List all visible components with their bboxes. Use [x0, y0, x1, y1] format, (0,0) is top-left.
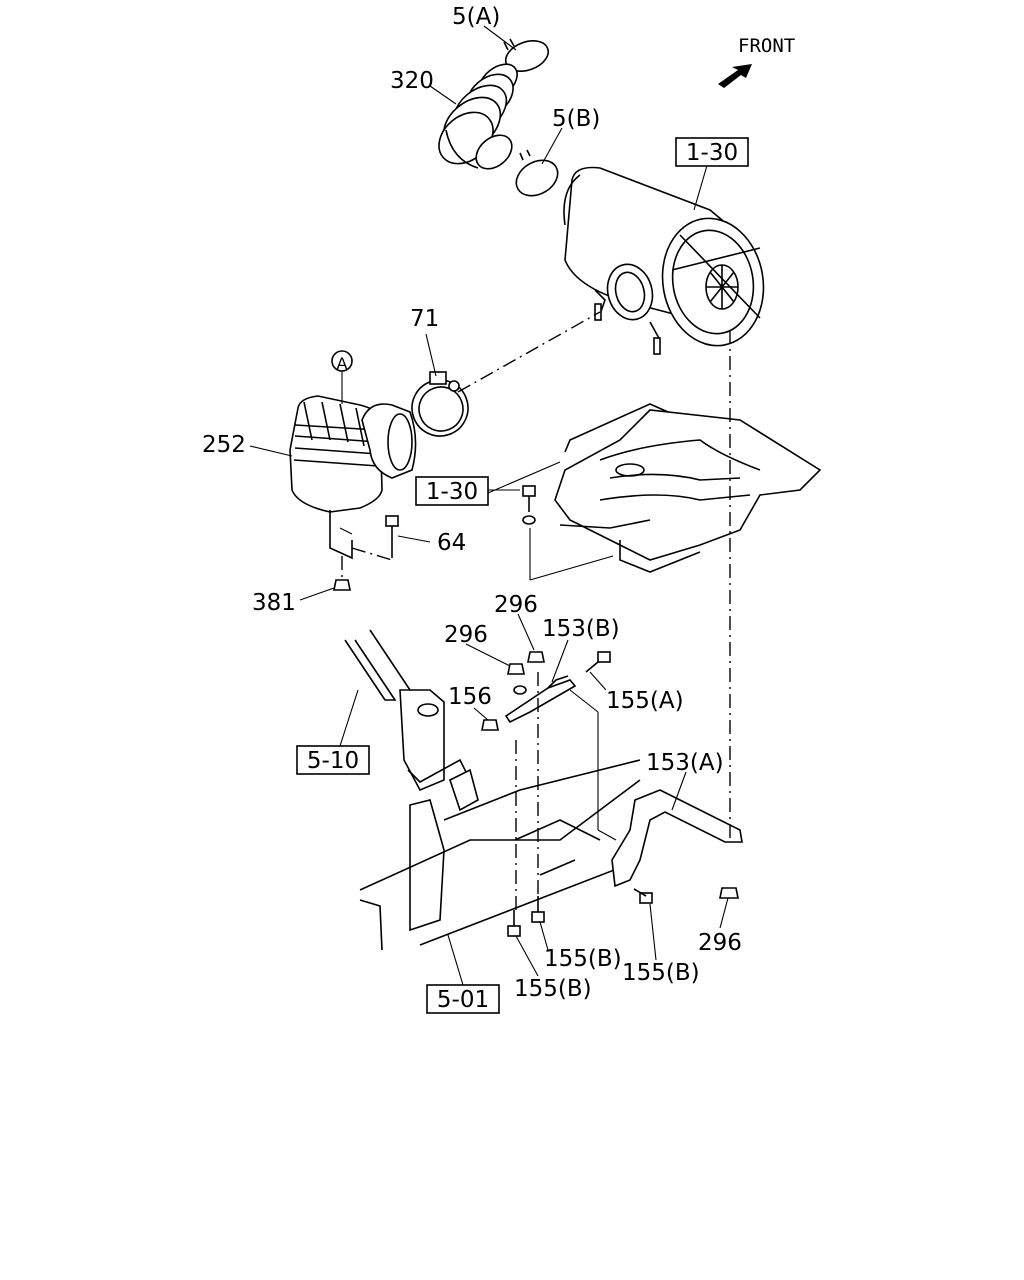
label-155b-3: 155(B) [622, 960, 700, 986]
nut-381 [333, 579, 351, 591]
nut-296-left [507, 663, 525, 675]
nut-296-top [527, 651, 545, 663]
clamp-b-ring [515, 159, 559, 197]
air-cleaner-body [563, 161, 765, 355]
label-156: 156 [448, 684, 492, 710]
callout-labels: 5(A) 320 5(B) 71 252 64 381 296 296 153(… [202, 4, 742, 1002]
bolt-155b-a [507, 910, 521, 937]
band-clamp-71 [411, 371, 469, 437]
label-153a: 153(A) [646, 750, 724, 776]
leaders [249, 25, 729, 977]
ref-box-cleaner: 1-30 [675, 137, 749, 167]
nut-156 [481, 719, 499, 731]
mount-bolt [522, 485, 536, 525]
front-indicator: FRONT [718, 35, 795, 88]
intake-duct-252 [289, 395, 417, 560]
frame-rail [344, 629, 641, 951]
label-296-top: 296 [494, 592, 538, 618]
label-5b: 5(B) [552, 106, 600, 132]
bolt-155b-b [531, 896, 545, 923]
ref-box-mount: 1-30 [415, 476, 489, 506]
detail-a-letter: A [337, 354, 348, 373]
svg-text:1-30: 1-30 [426, 479, 478, 505]
label-381: 381 [252, 590, 296, 616]
label-252: 252 [202, 432, 246, 458]
label-71: 71 [410, 306, 439, 332]
bracket-153a [611, 789, 743, 888]
label-296-right: 296 [698, 930, 742, 956]
nut-296-right [719, 887, 739, 899]
mounting-platform [554, 403, 822, 573]
label-320: 320 [390, 68, 434, 94]
label-64: 64 [437, 530, 466, 556]
bolt-155b-right [633, 888, 653, 904]
label-155a: 155(A) [606, 688, 684, 714]
bracket-153b [504, 675, 577, 724]
label-5a: 5(A) [452, 4, 500, 30]
bolt-64 [385, 515, 399, 558]
svg-text:5-10: 5-10 [307, 748, 359, 774]
hose-320 [438, 38, 559, 197]
front-arrow-icon [718, 64, 752, 88]
ref-box-frame-lower: 5-01 [426, 984, 500, 1014]
label-296-left: 296 [444, 622, 488, 648]
front-label: FRONT [738, 35, 795, 57]
label-155b-1: 155(B) [544, 946, 622, 972]
label-153b: 153(B) [542, 616, 620, 642]
bolt-155a [585, 651, 611, 673]
label-155b-2: 155(B) [514, 976, 592, 1002]
svg-text:1-30: 1-30 [686, 140, 738, 166]
ref-box-frame-upper: 5-10 [296, 745, 370, 775]
svg-text:5-01: 5-01 [437, 987, 489, 1013]
